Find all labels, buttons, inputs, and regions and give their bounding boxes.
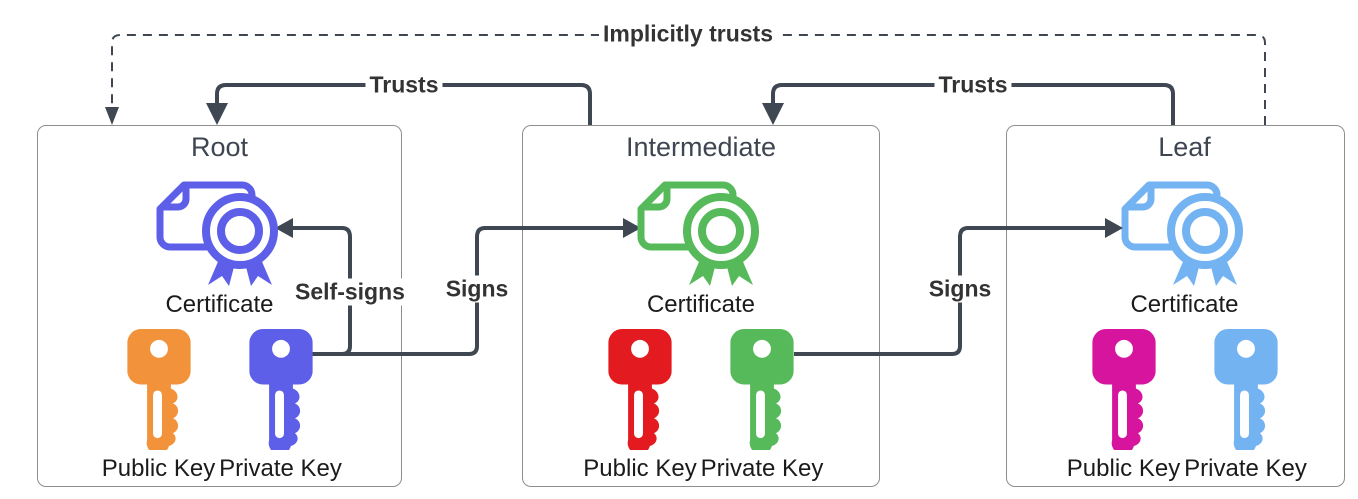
root-node-box: Root Certificate Public Key Private Key bbox=[37, 125, 402, 487]
root-keys-row: Public Key Private Key bbox=[100, 329, 342, 483]
trusts-right-arrowhead bbox=[762, 103, 784, 125]
trusts-left-arrowhead bbox=[206, 103, 228, 125]
trusts-right-label: Trusts bbox=[934, 71, 1012, 99]
leaf-public-key-icon bbox=[1092, 329, 1156, 450]
intermediate-public-key-label: Public Key bbox=[583, 455, 697, 482]
intermediate-keys-row: Public Key Private Key bbox=[581, 329, 824, 483]
leaf-public-key-label: Public Key bbox=[1066, 455, 1181, 482]
intermediate-certificate-icon bbox=[637, 179, 765, 289]
leaf-certificate-label: Certificate bbox=[1130, 291, 1239, 318]
root-public-key-label: Public Key bbox=[101, 455, 216, 482]
root-public-key-icon bbox=[127, 329, 191, 450]
signs-intermediate-to-leaf-label: Signs bbox=[924, 275, 996, 303]
self-signs-label: Self-signs bbox=[291, 278, 409, 306]
intermediate-public-key-icon bbox=[608, 329, 672, 450]
root-private-key-icon bbox=[249, 329, 313, 450]
leaf-keys-row: Public Key Private Key bbox=[1065, 329, 1307, 483]
implicitly-trusts-connector bbox=[111, 34, 1266, 125]
intermediate-node-title: Intermediate bbox=[625, 132, 777, 162]
leaf-private-key-label: Private Key bbox=[1184, 455, 1307, 482]
leaf-certificate-icon bbox=[1121, 179, 1249, 289]
intermediate-private-key-label: Private Key bbox=[700, 455, 824, 482]
trusts-left-label: Trusts bbox=[365, 71, 443, 99]
root-certificate-icon bbox=[156, 179, 284, 289]
implicitly-trusts-arrowhead bbox=[105, 107, 119, 125]
intermediate-node-box: Intermediate Certificate Public Key Priv… bbox=[522, 125, 880, 487]
root-private-key-label: Private Key bbox=[219, 455, 342, 482]
leaf-private-key-icon bbox=[1214, 329, 1278, 450]
intermediate-private-key-icon bbox=[730, 329, 794, 450]
implicitly-trusts-label: Implicitly trusts bbox=[599, 20, 777, 48]
root-node-title: Root bbox=[190, 132, 249, 162]
signs-root-to-intermediate-label: Signs bbox=[441, 275, 513, 303]
leaf-node-box: Leaf Certificate Public Key Private Key bbox=[1006, 125, 1345, 487]
leaf-node-title: Leaf bbox=[1158, 132, 1211, 162]
intermediate-certificate-label: Certificate bbox=[646, 291, 756, 318]
root-certificate-label: Certificate bbox=[165, 291, 274, 318]
